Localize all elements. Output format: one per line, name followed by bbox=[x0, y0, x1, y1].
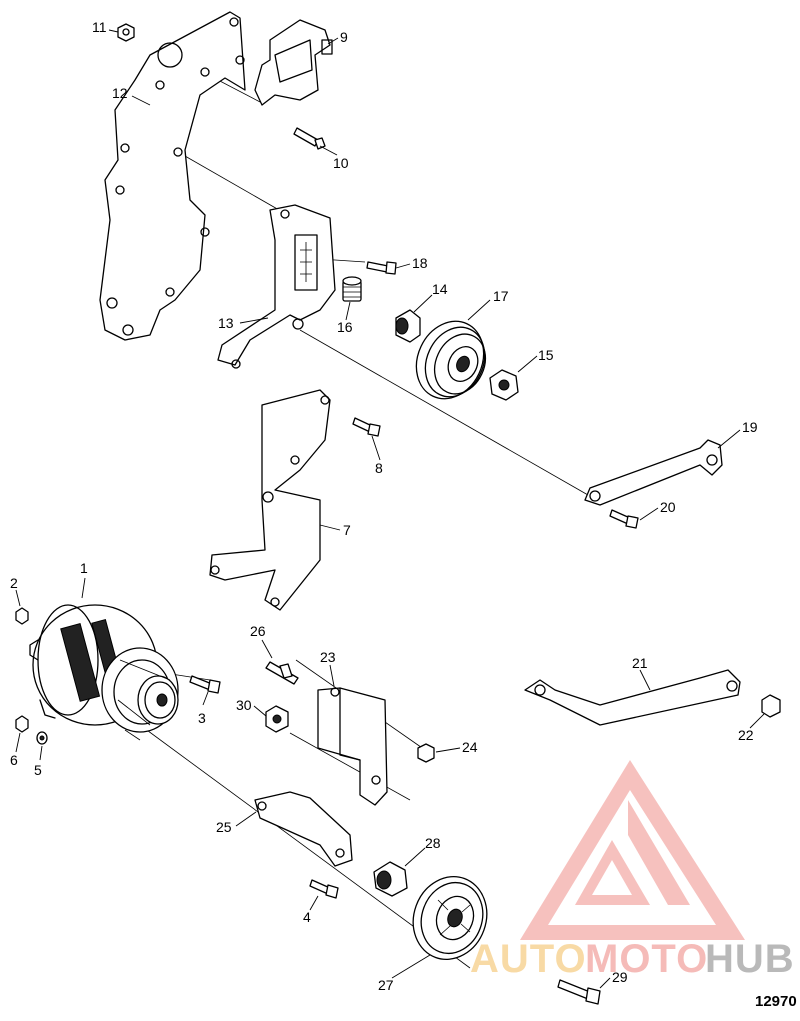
watermark-logo bbox=[520, 760, 745, 940]
callout-15: 15 bbox=[538, 347, 554, 363]
callout-26: 26 bbox=[250, 623, 266, 639]
callout-19: 19 bbox=[742, 419, 758, 435]
callout-4: 4 bbox=[303, 909, 311, 925]
callout-18: 18 bbox=[412, 255, 428, 271]
part-29-bolt bbox=[557, 979, 601, 1005]
watermark-text-auto: AUTO bbox=[470, 937, 587, 981]
part-21-long-arm bbox=[524, 669, 741, 726]
part-7-bracket bbox=[209, 389, 331, 611]
part-22-nut bbox=[761, 694, 781, 718]
callout-labels: 1 2 3 4 5 6 7 8 9 10 11 12 13 14 15 16 1… bbox=[10, 19, 758, 993]
callout-9: 9 bbox=[340, 29, 348, 45]
callout-3: 3 bbox=[198, 710, 206, 726]
part-11-nut bbox=[117, 23, 135, 42]
part-15-nut bbox=[489, 369, 519, 401]
part-3-bolt bbox=[189, 675, 221, 694]
part-6-nut bbox=[15, 715, 29, 733]
part-1-alternator bbox=[29, 604, 179, 741]
callout-14: 14 bbox=[432, 281, 448, 297]
callout-21: 21 bbox=[632, 655, 648, 671]
callout-leaders bbox=[15, 29, 765, 989]
watermark-text: AUTO MOTO HUB bbox=[470, 937, 795, 981]
callout-22: 22 bbox=[738, 727, 754, 743]
part-26-stud bbox=[265, 661, 299, 685]
part-28-spacer bbox=[373, 861, 408, 897]
part-20-bolt bbox=[609, 509, 639, 529]
figure-number: 12970 bbox=[755, 993, 797, 1010]
callout-7: 7 bbox=[343, 522, 351, 538]
part-12-mounting-plate bbox=[99, 11, 246, 341]
callout-11: 11 bbox=[92, 19, 107, 35]
part-8-bolt bbox=[352, 417, 381, 437]
callout-29: 29 bbox=[612, 969, 628, 985]
part-17-pulley bbox=[415, 320, 487, 400]
callout-8: 8 bbox=[375, 460, 383, 476]
part-23-bracket bbox=[317, 687, 388, 806]
part-5-washer bbox=[36, 731, 48, 745]
callout-13: 13 bbox=[218, 315, 234, 331]
part-24-nut bbox=[417, 743, 435, 763]
callout-27: 27 bbox=[378, 977, 394, 993]
assembly-lines bbox=[139, 54, 589, 969]
part-27-idler-pulley bbox=[412, 876, 488, 960]
callout-24: 24 bbox=[462, 739, 478, 755]
callout-5: 5 bbox=[34, 762, 42, 778]
part-19-arm bbox=[584, 439, 723, 506]
callout-23: 23 bbox=[320, 649, 336, 665]
callout-20: 20 bbox=[660, 499, 676, 515]
part-10-bolt bbox=[293, 127, 326, 150]
part-4-bolt bbox=[309, 879, 339, 899]
part-25-bracket bbox=[254, 791, 353, 867]
part-14-spacer bbox=[395, 309, 421, 343]
callout-30: 30 bbox=[236, 697, 252, 713]
part-16-stud bbox=[342, 276, 362, 302]
watermark-text-hub: HUB bbox=[705, 937, 795, 981]
callout-16: 16 bbox=[337, 319, 353, 335]
callout-25: 25 bbox=[216, 819, 232, 835]
callout-28: 28 bbox=[425, 835, 441, 851]
part-9-bracket bbox=[254, 19, 333, 106]
callout-10: 10 bbox=[333, 155, 349, 171]
part-18-bolt bbox=[366, 261, 397, 275]
callout-1: 1 bbox=[80, 560, 88, 576]
watermark-text-moto: MOTO bbox=[585, 937, 708, 981]
callout-2: 2 bbox=[10, 575, 18, 591]
part-2-nut bbox=[15, 607, 29, 625]
part-13-bracket bbox=[217, 204, 336, 369]
callout-6: 6 bbox=[10, 752, 18, 768]
callout-12: 12 bbox=[112, 85, 128, 101]
part-30-nut bbox=[265, 705, 289, 733]
callout-17: 17 bbox=[493, 288, 509, 304]
